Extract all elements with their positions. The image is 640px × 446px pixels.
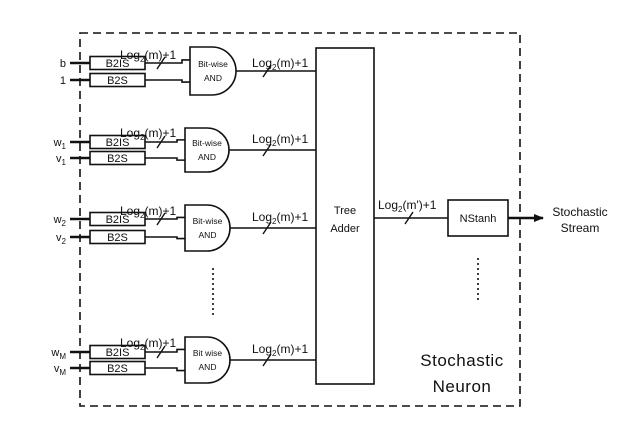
row-4-bottom-wire [145,367,185,372]
row-3-gate-label-line1: Bit-wise [193,216,223,226]
row-3-bottom-wire [145,236,185,240]
row-4-gate-label-line1: Bit wise [193,348,223,358]
row-4-b2is-label: B2IS [106,347,130,359]
neuron-label-line2: Neuron [433,377,492,396]
row-3-bottom-input-label: v2 [56,232,67,246]
tree-adder-block [315,47,375,385]
row-1-output-bus-label: Log2(m)+1 [252,56,308,72]
row-2-output-bus-slash [262,143,272,157]
row-2-bottom-wire [145,157,185,161]
row-1-bottom-input-label: 1 [60,75,66,87]
input-rows: b1B2ISB2SLog2(m)+1Bit-wiseANDLog2(m)+1w1… [50,46,316,384]
row-3-output-bus-slash [262,221,272,235]
row-4-bottom-input-label: vM [54,363,67,377]
row-2-gate-label-line2: AND [198,152,216,162]
row-4-top-input-label: wM [50,347,66,361]
row-3-gate-label-line2: AND [199,230,217,240]
row-3-b2is-label: B2IS [106,214,130,226]
row-2-b2is-label: B2IS [106,137,130,149]
row-4-output-bus-label: Log2(m)+1 [252,342,308,358]
row-1-output-bus-slash [262,64,272,78]
row-3-output-bus-label: Log2(m)+1 [252,210,308,226]
row-4-output-bus-slash [262,353,272,367]
row-1-top-input-label: b [60,58,66,70]
row-3-input-bus-label: Log2(m)+1 [120,204,176,220]
row-1-gate-label-line1: Bit-wise [198,59,228,69]
row-2-input-bus-label: Log2(m)+1 [120,126,176,142]
row-3-top-input-label: w2 [53,214,67,228]
row-3-b2s-label: B2S [107,232,128,244]
row-3-top-bus-slash [156,212,166,226]
row-3-and-gate [184,204,231,252]
nstanh-label: NStanh [460,213,497,225]
row-1-input-bus-label: Log2(m)+1 [120,48,176,64]
neuron-boundary [79,32,521,407]
row-1-gate-label-line2: AND [204,73,222,83]
row-2-gate-label-line1: Bit-wise [192,138,222,148]
adder-output-bus-slash [404,211,414,225]
row-2-top-bus [145,139,185,143]
row-1-b2s-label: B2S [107,75,128,87]
row-2-top-bus-slash [156,135,166,149]
row-1-b2is-label: B2IS [106,58,130,70]
row-2-and-gate [184,127,230,173]
row-1-top-bus [145,59,190,64]
adder-output-bus-label: Log2(m')+1 [378,198,437,214]
row-1-top-bus-slash [156,56,166,70]
row-2-bottom-input-label: v1 [56,153,67,167]
row-4-input-bus-label: Log2(m)+1 [120,336,176,352]
tree-adder-label-line1: Tree [334,205,356,217]
row-4-gate-label-line2: AND [199,362,217,372]
row-1-and-gate [189,46,237,96]
row-2-b2s-label: B2S [107,153,128,165]
row-4-top-bus-slash [156,345,166,359]
tree-adder-label-line2: Adder [330,223,360,235]
output-label-line1: Stochastic [552,205,607,219]
row-4-and-gate [184,336,231,384]
row-2-output-bus-label: Log2(m)+1 [252,132,308,148]
output-label-line2: Stream [561,221,600,235]
row-1-bottom-wire [145,79,190,83]
row-2-top-input-label: w1 [53,137,67,151]
neuron-label-line1: Stochastic [420,351,503,370]
row-4-b2s-label: B2S [107,363,128,375]
